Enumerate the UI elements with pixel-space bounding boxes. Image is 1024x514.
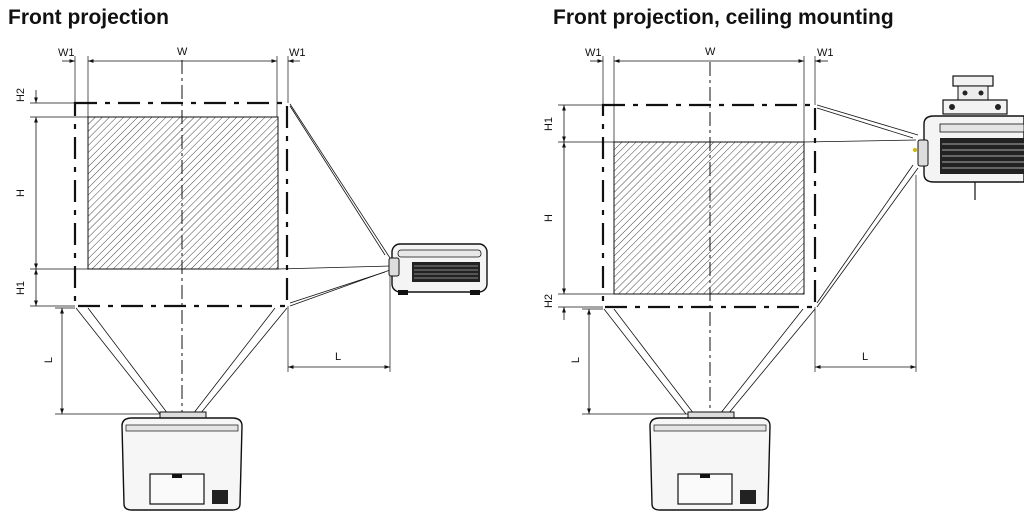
ceiling-projector (913, 75, 1024, 200)
label-l-vertical: L (43, 357, 55, 363)
label-h: H (15, 189, 27, 197)
guide-lines (30, 56, 391, 415)
label-w: W (705, 46, 716, 58)
label-w: W (177, 46, 188, 58)
projector-side-view (388, 243, 488, 295)
label-w1-left: W1 (58, 47, 75, 59)
label-l-horizontal: L (335, 351, 341, 363)
screen-outline (601, 103, 817, 309)
front-projection-diagram: W1 W W1 H2 H H1 L L (15, 46, 488, 511)
label-h-top: H1 (543, 117, 555, 131)
label-w1-right: W1 (817, 47, 834, 59)
projected-image (613, 141, 805, 295)
label-w1-right: W1 (289, 47, 306, 59)
beam-lines (75, 103, 391, 415)
label-l-vertical: L (570, 357, 582, 363)
label-h-bottom: H2 (543, 294, 555, 308)
label-h-top: H2 (15, 88, 27, 102)
label-h: H (543, 214, 555, 222)
label-w1-left: W1 (585, 47, 602, 59)
label-h-bottom: H1 (15, 281, 27, 295)
dimension-arrows (562, 59, 916, 414)
screen-outline (73, 101, 289, 308)
panel-title-ceiling-mounting: Front projection, ceiling mounting (553, 6, 894, 29)
ceiling-mounting-diagram: W1 W W1 H1 H H2 L L (543, 46, 1024, 511)
projected-image (87, 116, 279, 270)
beam-lines (603, 104, 919, 415)
panel-title-front-projection: Front projection (8, 6, 169, 29)
projector-front-view (649, 411, 771, 511)
dimension-arrows (34, 59, 390, 414)
projector-front-view (121, 411, 243, 511)
label-l-horizontal: L (862, 351, 868, 363)
